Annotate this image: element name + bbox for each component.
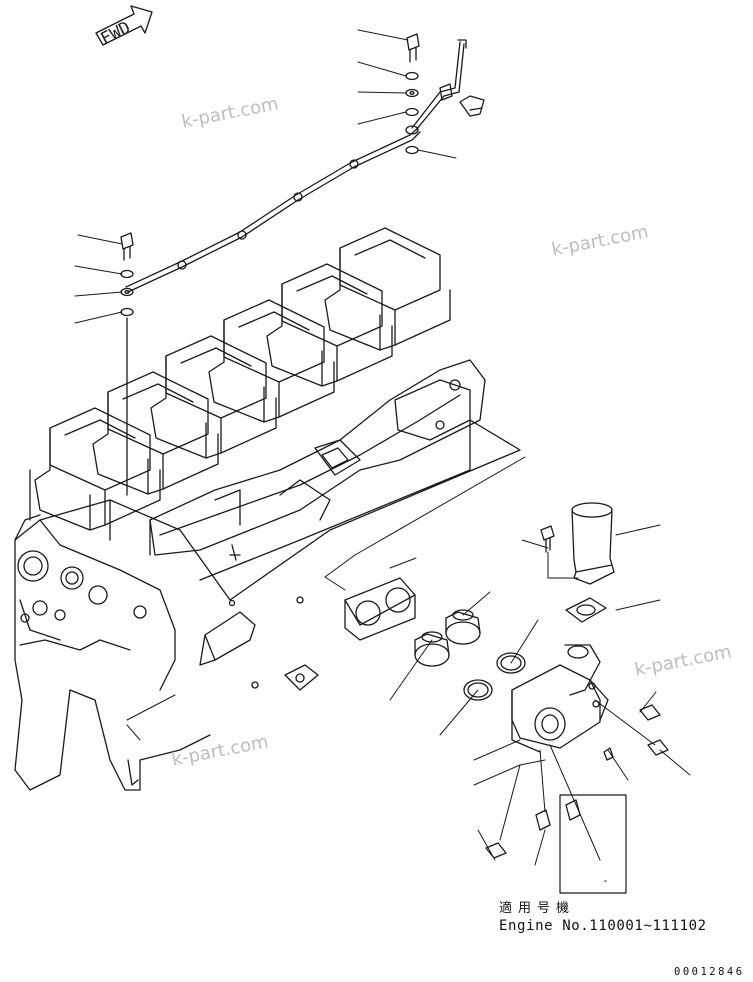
thermostats [414,609,481,667]
serial-range: Engine No.110001~111102 [499,918,707,934]
applicability-note: 適用号機 Engine No.110001~111102 [499,897,707,934]
thermostat-housing [511,644,609,753]
applicability-label: 適用号機 [499,901,576,916]
inset-box [559,794,627,894]
left-fastener-stack [120,232,134,496]
rocker-covers [34,227,451,531]
engine-block [14,419,521,791]
oil-pipe [125,39,467,293]
fwd-arrow-icon [95,5,153,46]
exhaust-manifold [149,359,486,556]
inset-mark: - [602,874,609,887]
gasket-thermostat [344,577,416,641]
water-outlet-pipe [571,502,615,585]
outlet-gasket [565,597,607,623]
top-fastener-stack [405,33,485,155]
leader-lines [74,29,691,866]
seal-rings [463,652,526,701]
drawing-number: 00012846 [674,966,745,978]
